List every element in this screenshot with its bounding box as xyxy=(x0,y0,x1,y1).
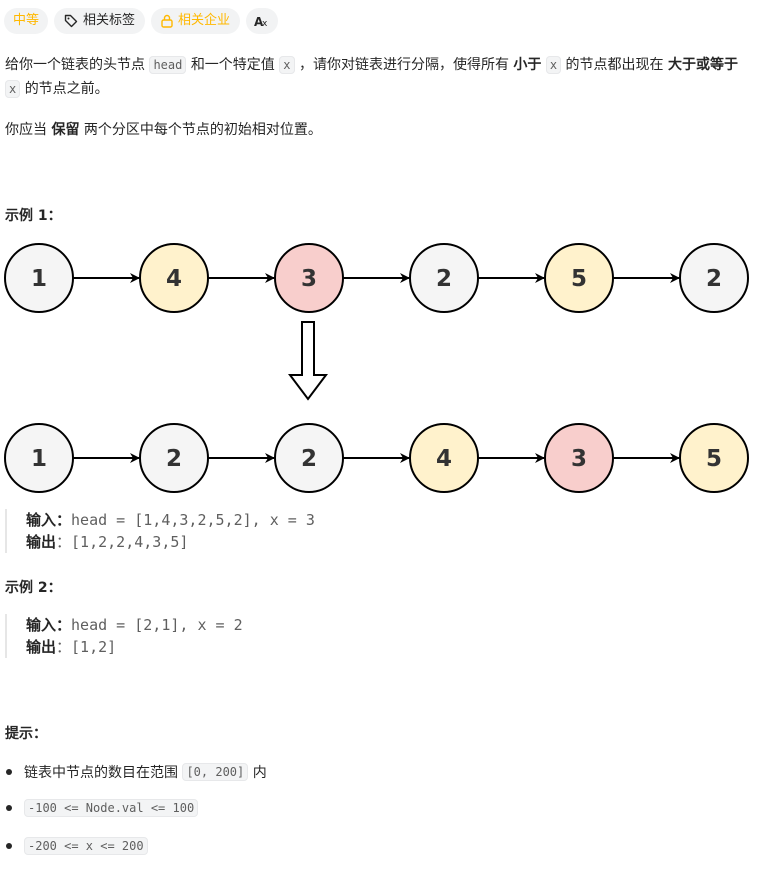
list-item: -200 <= x <= 200 xyxy=(5,837,148,855)
list-node xyxy=(139,243,209,313)
tag-icon xyxy=(64,14,78,28)
list-item: -100 <= Node.val <= 100 xyxy=(5,799,199,817)
list-item: 链表中节点的数目在范围 [0, 200] 内 xyxy=(5,762,267,782)
list-node xyxy=(409,243,479,313)
down-arrow-icon xyxy=(288,321,328,401)
svg-text:x: x xyxy=(262,19,268,28)
text: 你应当 xyxy=(5,122,47,138)
list-node-value: 4 xyxy=(166,266,182,292)
input-label: 输入： xyxy=(26,616,72,634)
text: 给你一个链表的头节点 xyxy=(5,57,145,73)
list-node-value: 5 xyxy=(706,446,722,472)
related-companies-button[interactable]: 相关企业 xyxy=(151,8,241,34)
list-node xyxy=(274,243,344,313)
list-node xyxy=(679,423,749,493)
bold-text: 小于 xyxy=(513,57,542,73)
text: ，请你对链表进行分隔，使得所有 xyxy=(298,57,509,73)
list-node-value: 2 xyxy=(706,266,722,292)
related-companies-label: 相关企业 xyxy=(178,13,231,28)
svg-text:A: A xyxy=(254,15,264,28)
list-node-value: 3 xyxy=(301,266,317,292)
bullet-icon xyxy=(6,805,12,811)
output-label: 输出 xyxy=(26,638,57,656)
list-node xyxy=(274,423,344,493)
text: 的节点之前。 xyxy=(24,81,109,97)
text: 两个分区中每个节点的初始相对位置。 xyxy=(83,122,322,138)
inline-code: head xyxy=(149,56,187,74)
input-value: head = [2,1], x = 2 xyxy=(71,616,243,634)
list-node-value: 4 xyxy=(436,446,452,472)
list-node-value: 2 xyxy=(436,266,452,292)
hints-title: 提示： xyxy=(5,726,47,742)
list-node xyxy=(544,243,614,313)
inline-code: -100 <= Node.val <= 100 xyxy=(24,799,199,817)
example-2-title: 示例 2： xyxy=(5,580,62,596)
bold-text: 大 xyxy=(668,57,682,73)
text: 和一个特定值 xyxy=(190,57,275,73)
list-node-value: 2 xyxy=(301,446,317,472)
list-node xyxy=(4,243,74,313)
text: 链表中节点的数目在范围 xyxy=(24,765,178,781)
inline-code: -200 <= x <= 200 xyxy=(24,837,148,855)
list-node-value: 1 xyxy=(31,446,47,472)
list-node-value: 1 xyxy=(31,266,47,292)
list-node xyxy=(544,423,614,493)
bullet-icon xyxy=(6,843,12,849)
list-node xyxy=(139,423,209,493)
text: 内 xyxy=(252,765,267,781)
bullet-icon xyxy=(6,769,12,775)
list-node xyxy=(409,423,479,493)
example-1-io: 输入：head = [1,4,3,2,5,2], x = 3 输出：[1,2,2… xyxy=(5,509,315,553)
difficulty-label: 中等 xyxy=(13,13,40,28)
output-label: 输出 xyxy=(26,533,57,551)
output-value: ：[1,2] xyxy=(56,638,117,656)
inline-code: x xyxy=(279,56,295,74)
input-value: head = [1,4,3,2,5,2], x = 3 xyxy=(71,511,315,529)
bold-text: 保留 xyxy=(51,122,80,138)
related-tags-button[interactable]: 相关标签 xyxy=(54,8,146,34)
list-node-value: 2 xyxy=(166,446,182,472)
inline-code: x xyxy=(5,80,21,98)
bold-text: 于或等于 xyxy=(682,57,738,73)
inline-code: [0, 200] xyxy=(182,763,249,781)
difficulty-badge: 中等 xyxy=(4,8,49,34)
inline-code: x xyxy=(545,56,562,74)
list-after: 1 2 2 4 3 5 xyxy=(4,423,749,493)
list-node xyxy=(679,243,749,313)
related-tags-label: 相关标签 xyxy=(83,13,136,28)
list-node xyxy=(4,423,74,493)
description-paragraph-2: 你应当 保留 两个分区中每个节点的初始相对位置。 xyxy=(5,118,757,142)
list-node-value: 3 xyxy=(571,446,587,472)
example-1-title: 示例 1： xyxy=(5,208,62,224)
linked-list-diagram: 1 4 3 2 5 2 1 2 2 4 3 5 xyxy=(4,243,749,493)
output-value: ：[1,2,2,4,3,5] xyxy=(56,533,189,551)
example-2-io: 输入：head = [2,1], x = 2 输出：[1,2] xyxy=(5,614,243,658)
text: 的节点都出现在 xyxy=(565,57,664,73)
description-paragraph-1: 给你一个链表的头节点 head 和一个特定值 x ，请你对链表进行分隔，使得所有… xyxy=(5,53,757,101)
list-node-value: 5 xyxy=(571,266,587,292)
lock-icon xyxy=(161,14,173,28)
list-before: 1 4 3 2 5 2 xyxy=(4,243,749,313)
input-label: 输入： xyxy=(26,511,72,529)
